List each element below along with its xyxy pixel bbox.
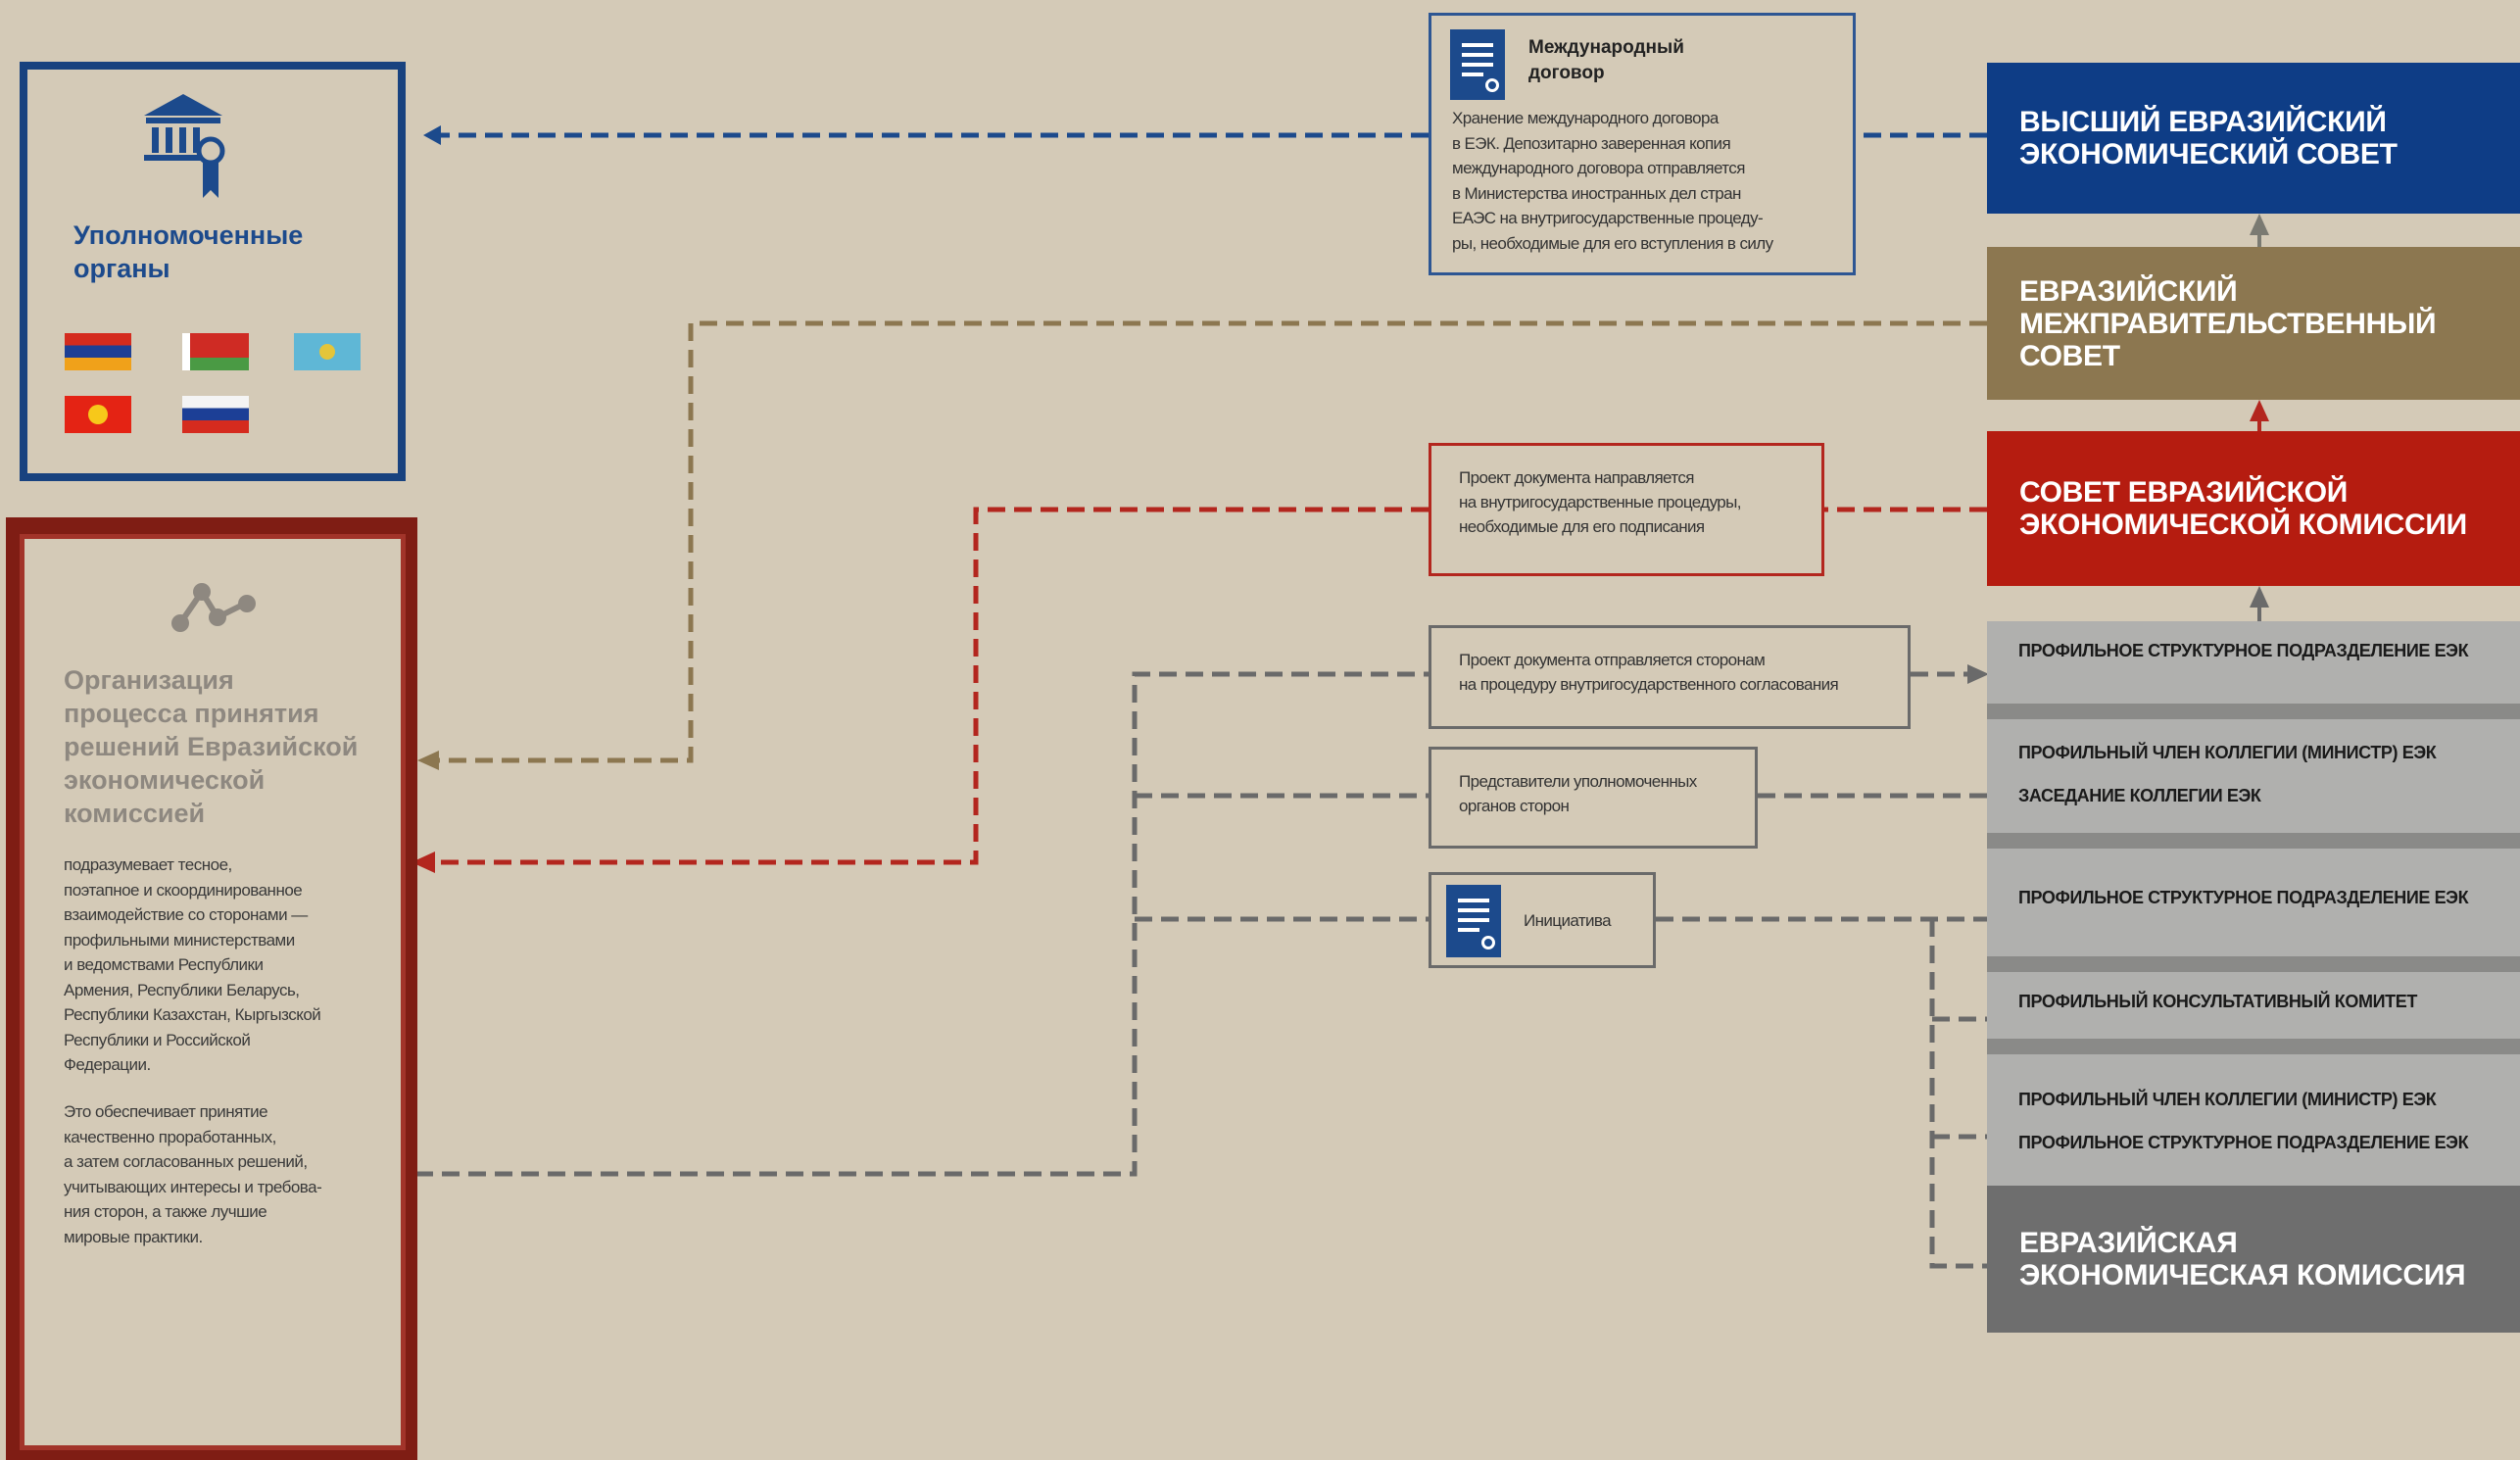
note-agreement: Проект документа отправляется сторонам н… (1429, 625, 1911, 729)
treaty-text: Хранение международного договора в ЕЭК. … (1452, 109, 1773, 253)
note-initiative: Инициатива (1429, 872, 1656, 968)
row-board-member-and-meeting: ПРОФИЛЬНЫЙ ЧЛЕН КОЛЛЕГИИ (МИНИСТР) ЕЭК З… (1987, 719, 2520, 849)
arrow-to-organization-olive (417, 751, 439, 770)
document-icon (1450, 29, 1505, 100)
arrow-to-organization-red (412, 852, 435, 873)
row-structural-unit-1: ПРОФИЛЬНОЕ СТРУКТУРНОЕ ПОДРАЗДЕЛЕНИЕ ЕЭК (1987, 621, 2520, 719)
line-organization-to-notes (415, 671, 1429, 1177)
arrow-to-authorized (423, 125, 441, 145)
initiative-label: Инициатива (1524, 911, 1612, 930)
arrow-council-to-intergov (2250, 400, 2269, 421)
arrow-row1-to-council (2250, 586, 2269, 608)
treaty-title: Международный договор (1528, 37, 1684, 83)
row-board-member-and-unit: ПРОФИЛЬНЫЙ ЧЛЕН КОЛЛЕГИИ (МИНИСТР) ЕЭК П… (1987, 1054, 2520, 1186)
organization-paragraph-2: Это обеспечивает принятие качественно пр… (64, 1102, 322, 1246)
institution-icon (144, 94, 225, 198)
process-icon (171, 583, 256, 632)
row-consultative-committee: ПРОФИЛЬНЫЙ КОНСУЛЬТАТИВНЫЙ КОМИТЕТ (1987, 972, 2520, 1054)
line-bracket-rows (1929, 919, 1987, 1269)
initiative-document-icon (1446, 885, 1501, 957)
organization-paragraph-1: подразумевает тесное, поэтапное и скоорд… (64, 855, 321, 1074)
note-representatives: Представители уполномоченных органов сто… (1429, 747, 1758, 849)
arrow-to-row1 (1967, 664, 1989, 684)
arrow-intergov-to-supreme (2250, 214, 2269, 235)
row-structural-unit-2: ПРОФИЛЬНОЕ СТРУКТУРНОЕ ПОДРАЗДЕЛЕНИЕ ЕЭК (1987, 849, 2520, 972)
organization-title: Организация процесса принятия решений Ев… (64, 665, 359, 828)
authorized-bodies-title: Уполномоченные органы (73, 220, 304, 283)
line-intergov-to-organization (431, 320, 1987, 763)
note-signing: Проект документа направляется на внутриг… (1429, 443, 1824, 576)
line-signing-to-organization (427, 507, 1429, 865)
organization-box (20, 534, 406, 1450)
authorized-bodies-box (20, 62, 406, 481)
